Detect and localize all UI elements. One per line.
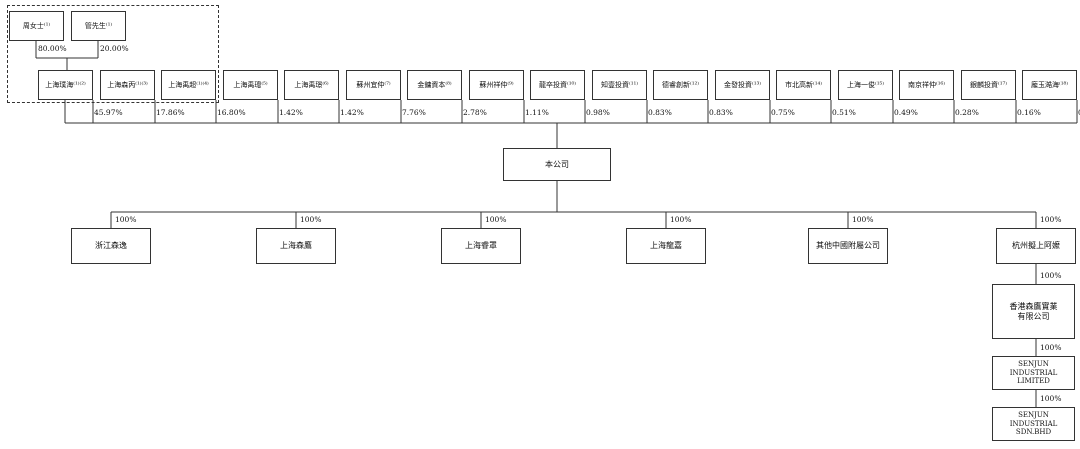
shareholder-box: 上海禹超⁽¹⁾⁽⁴⁾ (161, 70, 216, 100)
subsidiary-box: 浙江森逸 (71, 228, 151, 264)
chain-box-senjun-limited: SENJUN INDUSTRIAL LIMITED (992, 356, 1075, 390)
shareholder-pct: 0.75% (771, 108, 795, 117)
shareholder-pct: 1.42% (340, 108, 364, 117)
shareholder-box: 上海禹璁⁽⁵⁾ (223, 70, 278, 100)
shareholder-box: 金鏞資本⁽⁸⁾ (407, 70, 462, 100)
subsidiary-box: 其他中國附屬公司 (808, 228, 888, 264)
shareholder-pct: 17.86% (156, 108, 185, 117)
subsidiary-pct: 100% (485, 215, 507, 224)
subsidiary-pct: 100% (670, 215, 692, 224)
shareholder-box: 市北高新⁽¹⁴⁾ (776, 70, 831, 100)
chain-pct-3: 100% (1040, 394, 1062, 403)
shareholder-box: 上海璞海⁽¹⁾⁽²⁾ (38, 70, 93, 100)
shareholder-pct: 0.16% (1017, 108, 1041, 117)
subsidiary-box: 上海睿罩 (441, 228, 521, 264)
shareholder-pct: 0.98% (586, 108, 610, 117)
founder-box-zhou: 周女士⁽¹⁾ (9, 11, 64, 41)
company-box: 本公司 (503, 148, 611, 181)
shareholder-box: 上海森丙⁽¹⁾⁽³⁾ (100, 70, 155, 100)
chain-pct-2: 100% (1040, 343, 1062, 352)
subsidiary-pct: 100% (300, 215, 322, 224)
shareholder-box: 上海一俊⁽¹⁵⁾ (838, 70, 893, 100)
subsidiary-pct: 100% (852, 215, 874, 224)
shareholder-pct: 1.11% (525, 108, 549, 117)
shareholder-pct: 2.78% (463, 108, 487, 117)
subsidiary-box: 上海森鷹 (256, 228, 336, 264)
founder-box-guan: 管先生⁽¹⁾ (71, 11, 126, 41)
chain-pct-1: 100% (1040, 271, 1062, 280)
shareholder-pct: 0.83% (709, 108, 733, 117)
shareholder-pct: 7.76% (402, 108, 426, 117)
chain-box-senjun-sdn: SENJUN INDUSTRIAL SDN.BHD (992, 407, 1075, 441)
shareholder-box: 金發投資⁽¹³⁾ (715, 70, 770, 100)
shareholder-pct: 45.97% (94, 108, 123, 117)
subsidiary-pct: 100% (115, 215, 137, 224)
shareholder-box: 龐玉澔海⁽¹⁸⁾ (1022, 70, 1077, 100)
shareholder-box: 銀麟投資⁽¹⁷⁾ (961, 70, 1016, 100)
shareholder-box: 南京祥仲⁽¹⁶⁾ (899, 70, 954, 100)
shareholder-pct: 0.04% (1078, 109, 1080, 117)
subsidiary-box: 杭州擬上阿嬤 (996, 228, 1076, 264)
shareholder-pct: 16.80% (217, 108, 246, 117)
shareholder-box: 上海禹璟⁽⁶⁾ (284, 70, 339, 100)
shareholder-pct: 0.28% (955, 108, 979, 117)
shareholder-pct: 0.83% (648, 108, 672, 117)
shareholder-box: 蘇州宜仲⁽⁷⁾ (346, 70, 401, 100)
subsidiary-box: 上海龍嘉 (626, 228, 706, 264)
shareholder-pct: 1.42% (279, 108, 303, 117)
shareholder-box: 知壹投資⁽¹¹⁾ (592, 70, 647, 100)
subsidiary-pct: 100% (1040, 215, 1062, 224)
founder-group-boundary (7, 5, 219, 103)
shareholder-pct: 0.49% (894, 108, 918, 117)
chain-box-hk: 香港森鷹實業 有限公司 (992, 284, 1075, 339)
shareholder-box: 蘇州祥仲⁽⁹⁾ (469, 70, 524, 100)
founder-pct-guan: 20.00% (100, 44, 129, 53)
shareholder-pct: 0.51% (832, 108, 856, 117)
shareholder-box: 龍卒投資⁽¹⁰⁾ (530, 70, 585, 100)
founder-pct-zhou: 80.00% (38, 44, 67, 53)
shareholder-box: 德睿創新⁽¹²⁾ (653, 70, 708, 100)
